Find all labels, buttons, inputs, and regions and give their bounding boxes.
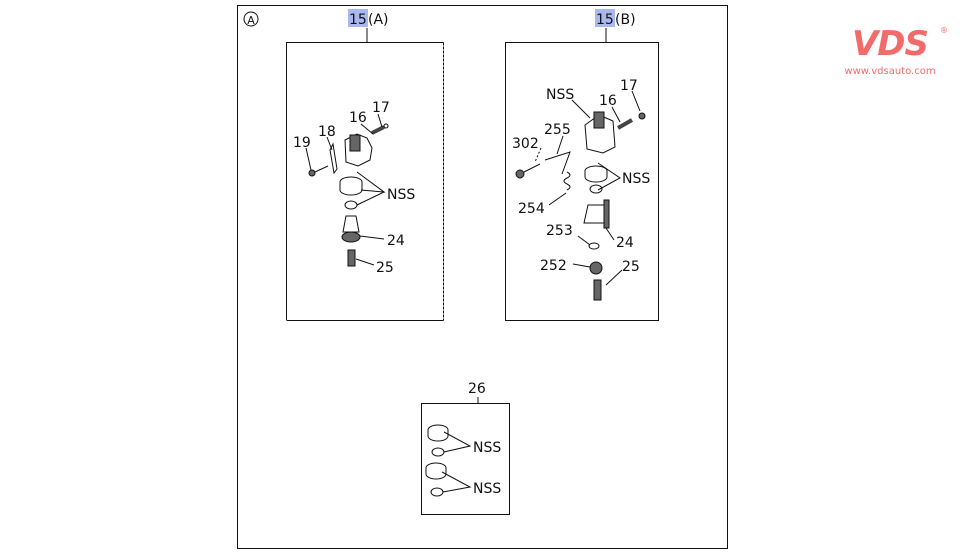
callout-24: 24 (387, 233, 405, 249)
group-15b[interactable]: 15 (B) NSS 17 16 255 (505, 9, 659, 321)
group-15a[interactable]: 15 (A) 17 16 18 19 NSS 24 25 (286, 9, 444, 321)
callout-nss: NSS (387, 187, 415, 203)
callout-nss: NSS (546, 87, 574, 103)
diagram-frame (237, 5, 728, 549)
callout-252: 252 (540, 258, 567, 274)
callout-24: 24 (616, 235, 634, 251)
group-ref: 26 (468, 381, 486, 397)
callout-16: 16 (599, 93, 617, 109)
vds-logo: ® VDS www.vdsauto.com (828, 26, 952, 77)
callout-nss: NSS (622, 171, 650, 187)
callout-25: 25 (376, 260, 394, 276)
callout-25: 25 (622, 259, 640, 275)
callout-255: 255 (544, 122, 571, 138)
group-26[interactable]: 26 NSS NSS (421, 381, 510, 515)
group-suffix: (B) (615, 12, 636, 28)
view-marker-circle (243, 11, 259, 27)
group-ref: 15 (596, 12, 614, 28)
view-marker: A (247, 14, 255, 27)
callout-254: 254 (518, 201, 545, 217)
callout-18: 18 (318, 124, 336, 140)
group-suffix: (A) (368, 12, 389, 28)
callout-19: 19 (293, 135, 311, 151)
callout-16: 16 (349, 110, 367, 126)
ref-highlight (348, 9, 368, 27)
logo-brand: VDS (851, 24, 929, 64)
callout-302: 302 (512, 136, 539, 152)
ref-highlight (595, 9, 615, 27)
callout-253: 253 (546, 223, 573, 239)
callout-nss: NSS (473, 481, 501, 497)
callout-17: 17 (620, 78, 638, 94)
callout-nss: NSS (473, 440, 501, 456)
group-ref: 15 (349, 12, 367, 28)
callout-17: 17 (372, 100, 390, 116)
logo-url: www.vdsauto.com (844, 66, 936, 77)
